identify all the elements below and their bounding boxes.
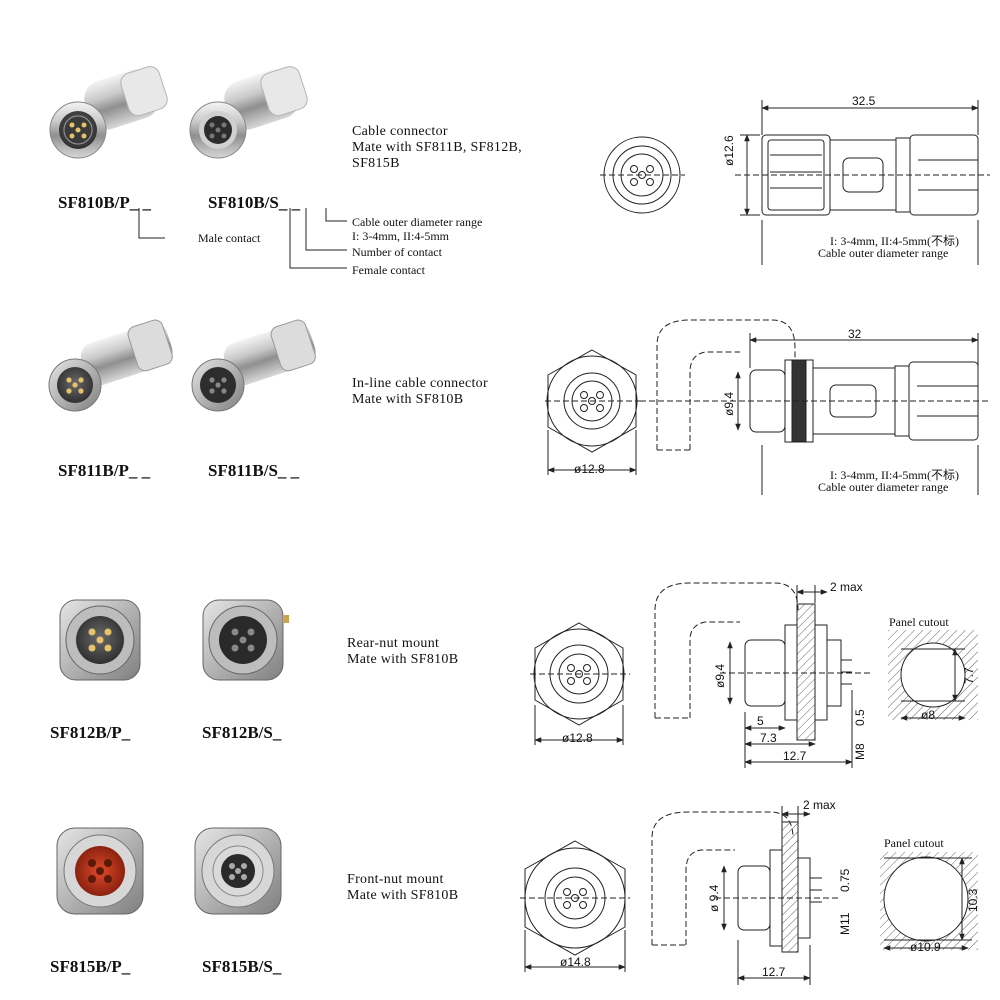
row2-side-view	[640, 319, 990, 495]
part-number-s: SF811B/S_ _	[208, 461, 299, 481]
placeholder-blanks: _ _	[129, 193, 152, 212]
dimension-7-3: 7.3	[760, 731, 777, 745]
sf815b-p-photo	[56, 827, 144, 915]
dimension-thread: M8	[853, 743, 867, 760]
sf810b-p-photo	[49, 66, 168, 159]
row3-front-view	[530, 622, 630, 745]
dimension-0-75: 0.75	[838, 868, 852, 892]
part-number-s: SF812B/S_	[202, 723, 281, 743]
part-number-s-label: SF810B/S	[208, 193, 279, 212]
dimension-diameter: ø 9.4	[707, 884, 721, 912]
sf812b-s-photo	[202, 599, 289, 681]
row3-panel-cutout	[888, 630, 978, 721]
panel-cutout-title: Panel cutout	[884, 836, 944, 850]
cable-note-values: I: 3-4mm, II:4-5mm(不标)	[830, 234, 959, 248]
row4-panel-cutout	[880, 852, 978, 951]
dimension-diameter: ø12.6	[722, 135, 736, 166]
callout-number-of-contact: Number of contact	[352, 245, 442, 259]
sf815b-s-photo	[194, 827, 282, 915]
dimension-max: 2 max	[830, 580, 863, 594]
callout-cable-range-title: Cable outer diameter range	[352, 215, 483, 229]
placeholder-blanks: _	[272, 723, 282, 742]
part-number-p: SF815B/P_	[50, 957, 130, 977]
row1-callout-leaders	[138, 208, 347, 269]
part-number-p: SF812B/P_	[50, 723, 130, 743]
dimension-12-7: 12.7	[783, 749, 807, 763]
callout-cable-range-values: I: 3-4mm, II:4-5mm	[352, 229, 449, 243]
connector-description: Rear-nut mount Mate with SF810B	[347, 636, 459, 667]
row4-side-view	[651, 806, 840, 985]
cable-note-values: I: 3-4mm, II:4-5mm(不标)	[830, 468, 959, 482]
part-number-s-label: SF812B/S	[202, 723, 273, 742]
sf812b-p-photo	[59, 599, 141, 681]
dimension-hex: ø12.8	[562, 731, 593, 745]
dimension-hex: ø12.8	[574, 462, 605, 476]
sf811b-p-photo	[48, 319, 173, 412]
panel-cutout-height: 7.7	[962, 667, 976, 684]
panel-cutout-title: Panel cutout	[889, 615, 949, 629]
part-number-s: SF815B/S_	[202, 957, 281, 977]
dimension-diameter: ø9.4	[722, 391, 736, 416]
sf811b-s-photo	[191, 319, 316, 412]
part-number-s-label: SF811B/S	[208, 461, 278, 480]
part-number-p: SF811B/P_ _	[58, 461, 150, 481]
row3-side-view	[654, 582, 870, 768]
dimension-12-7: 12.7	[762, 965, 786, 979]
panel-cutout-diameter: ø10.9	[910, 940, 941, 954]
part-number-p-label: SF811B/P	[58, 461, 129, 480]
connector-description: Front-nut mount Mate with SF810B	[347, 872, 459, 903]
sf810b-s-photo	[189, 66, 308, 159]
placeholder-blanks: _ _	[277, 461, 300, 480]
row1-front-view	[600, 136, 685, 214]
dimension-5: 5	[757, 714, 764, 728]
dimension-diameter: ø9.4	[713, 663, 727, 688]
dimension-0-5: 0.5	[853, 709, 867, 726]
placeholder-blanks: _	[121, 957, 131, 976]
dimension-max: 2 max	[803, 798, 836, 812]
row2-front-view	[545, 349, 645, 475]
part-number-p: SF810B/P_ _	[58, 193, 151, 213]
panel-cutout-diameter: ø8	[921, 708, 936, 722]
row1-side-view	[735, 100, 990, 265]
placeholder-blanks: _ _	[128, 461, 151, 480]
part-number-p-label: SF812B/P	[50, 723, 122, 742]
dimension-length: 32.5	[852, 94, 876, 108]
callout-female-contact: Female contact	[352, 263, 425, 277]
connector-description: In-line cable connector Mate with SF810B	[352, 376, 488, 407]
dimension-length: 32	[848, 327, 862, 341]
panel-cutout-height: 10.3	[966, 888, 980, 912]
connector-description: Cable connector Mate with SF811B, SF812B…	[352, 124, 522, 171]
dimension-thread: M11	[838, 912, 852, 935]
callout-male-contact: Male contact	[198, 231, 261, 245]
part-number-p-label: SF810B/P	[58, 193, 130, 212]
placeholder-blanks: _	[272, 957, 282, 976]
part-number-p-label: SF815B/P	[50, 957, 122, 976]
cable-note-title: Cable outer diameter range	[818, 246, 949, 260]
dimension-hex: ø14.8	[560, 955, 591, 969]
part-number-s-label: SF815B/S	[202, 957, 273, 976]
placeholder-blanks: _	[121, 723, 131, 742]
row4-front-view	[520, 840, 630, 972]
placeholder-blanks: _ _	[278, 193, 301, 212]
part-number-s: SF810B/S_ _	[208, 193, 300, 213]
cable-note-title: Cable outer diameter range	[818, 480, 949, 494]
